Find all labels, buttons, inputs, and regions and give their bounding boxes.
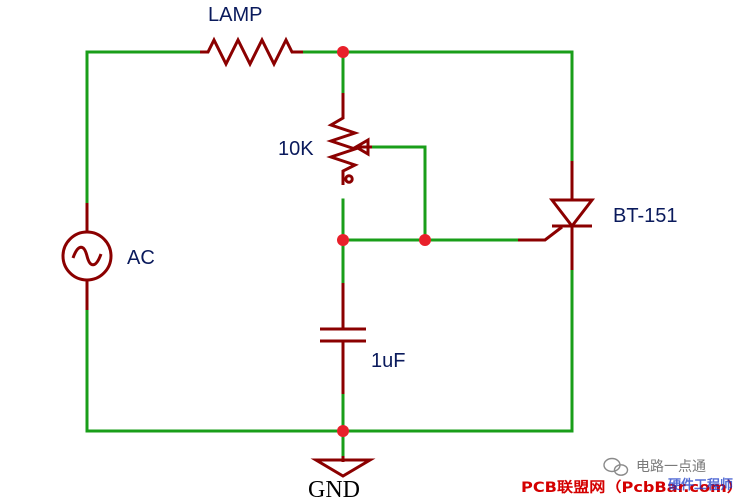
- junction-bottom: [337, 425, 349, 437]
- sine-wave-icon: [71, 245, 103, 267]
- lamp-label: LAMP: [208, 4, 262, 26]
- ac-label: AC: [127, 247, 155, 269]
- cap-label: 1uF: [371, 350, 405, 372]
- wechat-icon: [603, 457, 629, 476]
- components: [61, 36, 596, 478]
- ac-source: [61, 203, 113, 310]
- scr-label: BT-151: [613, 205, 677, 227]
- ground-symbol: [310, 456, 376, 478]
- wires: [85, 50, 574, 460]
- potentiometer: [326, 93, 372, 185]
- lamp-resistor: [200, 36, 303, 68]
- pot-wiper-arrow: [353, 137, 372, 157]
- junctions: [337, 46, 431, 437]
- junction-mid-right: [419, 234, 431, 246]
- pot-label: 10K: [278, 138, 314, 160]
- junction-top: [337, 46, 349, 58]
- watermark: 电路一点通 PCB联盟网（PcbBar.com） 硬件工程师: [521, 457, 743, 496]
- capacitor: [320, 283, 366, 394]
- wire-wiper-loop: [370, 145, 427, 242]
- overlay-watermark-text: 硬件工程师: [668, 477, 733, 493]
- gnd-label: GND: [308, 477, 360, 500]
- junction-mid-left: [337, 234, 349, 246]
- wechat-account-text: 电路一点通: [636, 459, 706, 475]
- site-watermark-text: PCB联盟网（PcbBar.com）: [521, 480, 743, 496]
- scr-thyristor: [518, 161, 596, 270]
